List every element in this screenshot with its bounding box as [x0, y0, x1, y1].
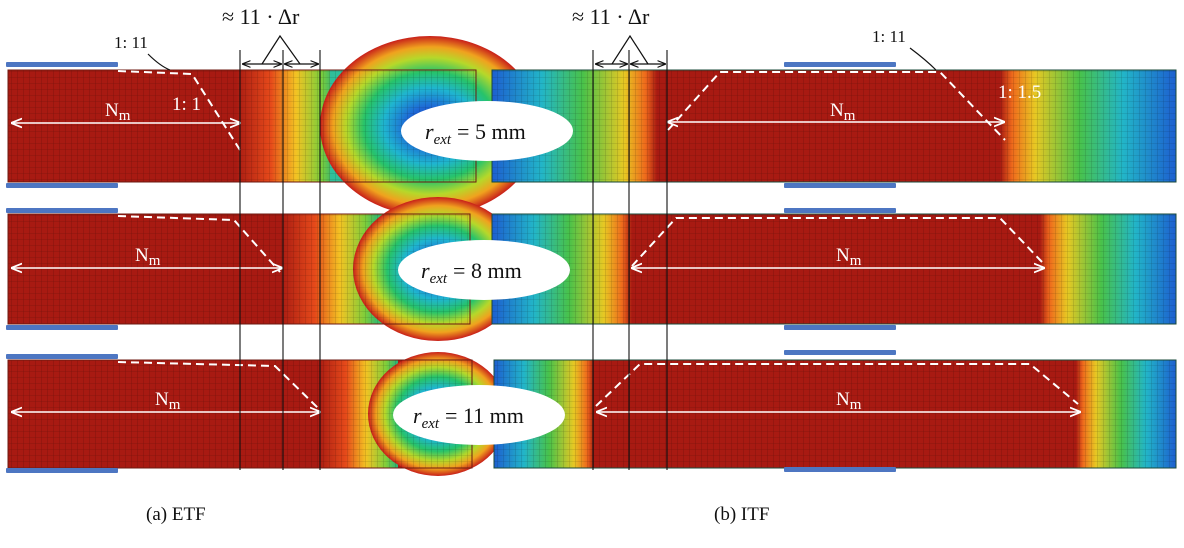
rext-bubble-r5	[401, 101, 573, 161]
rext-text-r5: rext= 5 mm	[425, 119, 526, 148]
dimension-label-itf: ≈ 11 · Δr	[572, 4, 650, 29]
nm-label-itf-r8: Nm	[836, 245, 862, 269]
nm-label-etf-r11: Nm	[155, 389, 181, 413]
nm-label-etf-r8: Nm	[135, 245, 161, 269]
dimension-markers	[243, 34, 665, 64]
dimension-label-etf: ≈ 11 · Δr	[222, 4, 300, 29]
itf-panel-r8	[491, 213, 1177, 325]
nm-label-etf-r5: Nm	[105, 100, 131, 124]
rext-text-r11: rext= 11 mm	[413, 403, 524, 432]
reference-lines	[239, 50, 668, 470]
itf-panel-r5	[491, 69, 1177, 183]
itf-panel-r11	[493, 359, 1177, 469]
row-r5	[7, 36, 1177, 216]
nm-labels: Nm Nm Nm Nm Nm Nm	[105, 100, 862, 413]
ratio-etf-steep: 1: 1	[172, 94, 201, 115]
ratio-labels: 1: 11 1: 1 1: 11 1: 1.5	[114, 27, 1041, 115]
caption-itf: (b) ITF	[714, 504, 770, 525]
nm-label-itf-r11: Nm	[836, 389, 862, 413]
row-r11	[7, 352, 1177, 476]
nm-arrows	[12, 122, 1080, 412]
blue-plates	[6, 62, 896, 473]
nm-label-itf-r5: Nm	[830, 100, 856, 124]
rext-labels: rext= 5 mm rext= 8 mm rext= 11 mm	[393, 101, 573, 445]
ratio-itf-steep: 1: 1.5	[998, 82, 1041, 103]
caption-etf: (a) ETF	[146, 504, 206, 525]
rext-bubble-r8	[398, 240, 570, 300]
ratio-etf-taper: 1: 11	[114, 33, 148, 52]
ratio-itf-taper: 1: 11	[872, 27, 906, 46]
rext-bubble-r11	[393, 385, 565, 445]
rext-text-r8: rext= 8 mm	[421, 258, 522, 287]
